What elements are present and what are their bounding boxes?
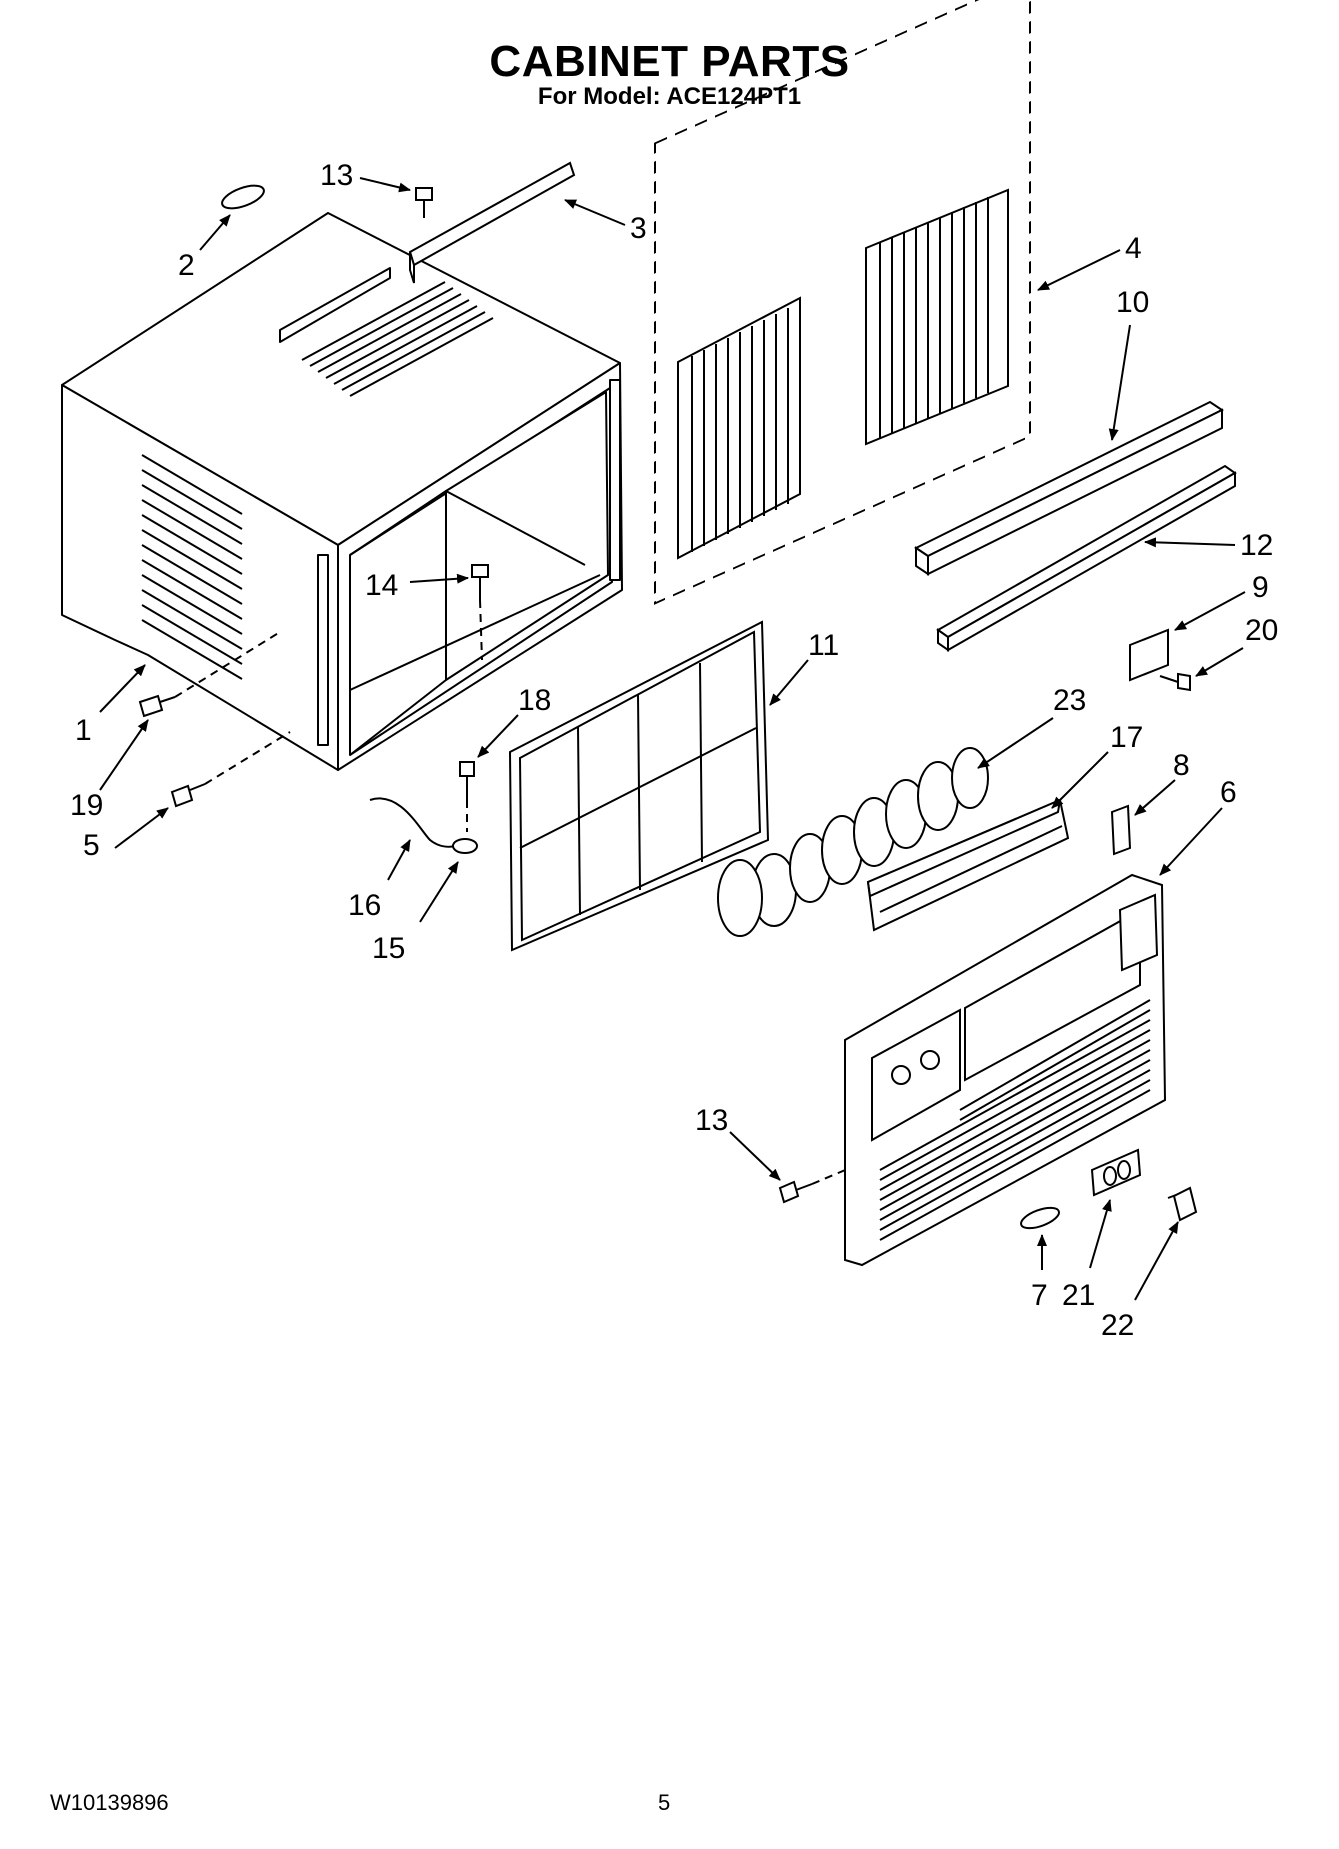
callout-22: 22	[1101, 1309, 1134, 1342]
callout-7: 7	[1031, 1279, 1048, 1312]
knob-part-22	[1167, 1186, 1198, 1222]
wire-part-16	[369, 797, 461, 848]
leader-10	[1108, 324, 1131, 441]
callout-2: 2	[178, 249, 195, 282]
blower-wheel-part	[717, 747, 989, 937]
leader-17	[1051, 751, 1109, 809]
leader-3	[564, 199, 626, 226]
leader-13-front	[729, 1131, 781, 1181]
callout-20: 20	[1245, 614, 1278, 647]
callout-21: 21	[1062, 1279, 1095, 1312]
leader-15	[419, 861, 459, 923]
washer-part-15	[452, 838, 478, 854]
leader-2	[199, 214, 231, 251]
clip-part	[1110, 804, 1132, 856]
callout-18: 18	[518, 684, 551, 717]
screw-part-14	[471, 564, 489, 661]
leader-23	[977, 717, 1054, 769]
callout-4: 4	[1125, 232, 1142, 265]
screw-part-20	[1159, 672, 1191, 692]
leader-16	[387, 839, 411, 881]
side-curtain-left	[677, 296, 801, 560]
leader-4	[1037, 249, 1121, 291]
callout-5: 5	[83, 829, 100, 862]
callout-15: 15	[372, 932, 405, 965]
callout-19: 19	[70, 789, 103, 822]
leader-5	[114, 807, 169, 849]
leader-19	[99, 719, 149, 791]
leader-11	[769, 659, 809, 706]
callout-11: 11	[808, 629, 839, 662]
side-curtain-right	[865, 188, 1009, 446]
document-number: W10139896	[50, 1790, 169, 1815]
callout-3: 3	[630, 212, 647, 245]
screw-part-13-front	[778, 1167, 851, 1204]
screw-part-18	[459, 761, 475, 832]
air-deflector-part	[866, 798, 1070, 932]
callout-10: 10	[1116, 286, 1149, 319]
leader-9	[1174, 591, 1246, 631]
leader-6	[1159, 807, 1223, 876]
leader-12	[1144, 537, 1236, 548]
callout-6: 6	[1220, 776, 1237, 809]
filter-part	[508, 620, 770, 952]
leader-1	[99, 664, 146, 713]
leader-14	[409, 573, 469, 584]
mounting-rail-lower	[936, 464, 1237, 652]
callout-9: 9	[1252, 571, 1269, 604]
callout-13-top: 13	[320, 159, 353, 192]
screw-part-5	[170, 731, 291, 808]
page-number: 5	[658, 1790, 671, 1815]
callout-13-front: 13	[695, 1104, 728, 1137]
screw-part-13-top	[415, 187, 433, 218]
nameplate-part-7	[1020, 1206, 1060, 1230]
page-title: CABINET PARTS	[489, 37, 850, 86]
callout-12: 12	[1240, 529, 1273, 562]
leader-13-top	[359, 177, 411, 193]
leader-18	[477, 714, 519, 758]
front-grille-part	[844, 873, 1167, 1267]
leader-22	[1134, 1221, 1179, 1301]
callout-8: 8	[1173, 749, 1190, 782]
nameplate-part-2	[221, 184, 265, 210]
screw-part-19	[138, 631, 281, 718]
model-subtitle: For Model: ACE124PT1	[537, 83, 802, 110]
knob-part-21	[1090, 1148, 1142, 1197]
bracket-part	[1129, 628, 1169, 682]
leader-8	[1134, 779, 1176, 816]
mounting-rail-upper	[914, 400, 1224, 576]
leader-21	[1089, 1199, 1112, 1269]
callout-17: 17	[1110, 721, 1143, 754]
callout-1: 1	[75, 714, 92, 747]
callout-14: 14	[365, 569, 398, 602]
top-rail-part	[408, 161, 576, 284]
leader-20	[1195, 647, 1244, 677]
callout-16: 16	[348, 889, 381, 922]
callout-23: 23	[1053, 684, 1086, 717]
side-curtain-outline	[654, 0, 1031, 605]
